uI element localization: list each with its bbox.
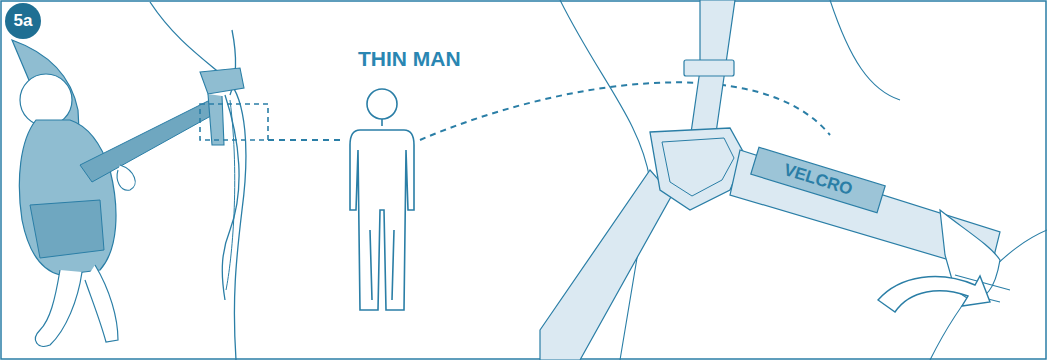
step-badge: 5a xyxy=(5,3,41,39)
step-badge-text: 5a xyxy=(14,11,33,31)
thin-man-figure xyxy=(350,89,414,310)
turn-arrow xyxy=(878,276,990,312)
adult-outline xyxy=(150,2,246,360)
baby-carrier xyxy=(12,40,244,346)
strap-detail xyxy=(540,0,1047,360)
figure-label: THIN MAN xyxy=(358,47,461,71)
leader-line xyxy=(268,139,345,141)
detail-box xyxy=(200,104,268,140)
leader-line xyxy=(420,82,830,140)
